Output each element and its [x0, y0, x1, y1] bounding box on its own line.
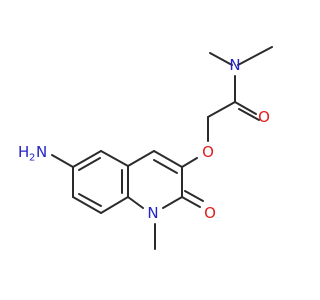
atom-label-amine-subscript: 2	[29, 153, 35, 164]
bond-c4a-c5	[100, 150, 129, 167]
bond-c4-c4a	[127, 150, 155, 167]
bond-c6-amine	[51, 154, 74, 168]
bond-c5-c6-2	[78, 157, 101, 171]
bond-n-methyl-left	[209, 52, 233, 66]
bond-n-methyl-right	[237, 46, 273, 66]
atom-label-amide-n: N	[229, 56, 240, 74]
bond-c2-n1	[162, 196, 183, 209]
atom-label-amide-o: O	[258, 108, 270, 126]
structure-canvas: N O O O N H 2 N	[18, 46, 273, 250]
bond-amide-co-1	[234, 101, 257, 115]
bond-c7-c8-1	[72, 196, 102, 214]
bond-n1-c8a	[127, 196, 144, 209]
molecule-drawing: N O O O N H 2 N	[18, 46, 273, 250]
bond-c3-c4-1	[153, 150, 183, 168]
bond-c7-c8-2	[78, 193, 102, 207]
bond-oxygen-c3	[181, 157, 198, 168]
atom-label-amine-n: N	[36, 143, 47, 161]
atom-label-ring-n: N	[147, 204, 158, 222]
bond-ring-co-1	[181, 196, 201, 208]
bond-c5-c6-1	[72, 150, 102, 168]
bond-ring-co-2	[184, 190, 204, 202]
atom-label-ring-o: O	[204, 204, 216, 222]
atom-label-amine-h: H	[18, 143, 29, 161]
bond-carbonyl-ch2	[207, 101, 236, 118]
bond-amide-co-2	[238, 108, 260, 121]
bond-c8-c8a	[100, 196, 129, 214]
bond-c3-c4-2	[153, 159, 178, 174]
atom-label-ether-o: O	[202, 143, 214, 161]
